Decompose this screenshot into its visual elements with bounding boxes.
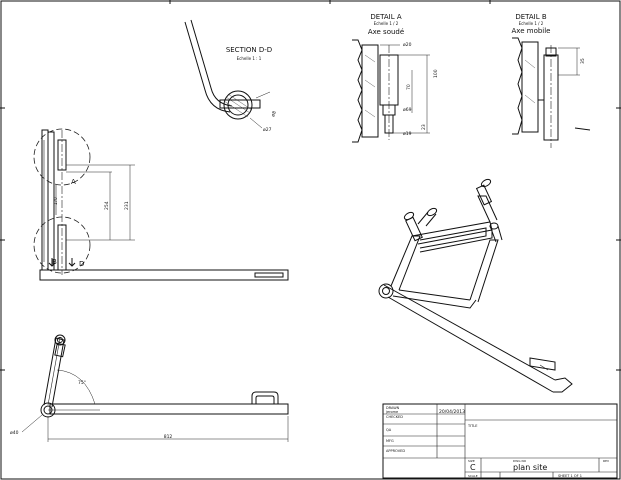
tb-drawn-by: jerome (385, 410, 398, 414)
tb-drawn-date: 20/04/2013 (439, 409, 465, 415)
tb-rev-label: REV (603, 459, 610, 463)
tb-scale-label: SCALE (468, 474, 478, 478)
detail-a-view: DETAIL A Echelle 1 / 2 Axe soudé ø20 100… (352, 13, 439, 143)
front-view: A B D 231 254 170 (33, 128, 289, 281)
front-dim-1: 231 (124, 201, 130, 210)
detail-b-title: DETAIL B (515, 13, 547, 21)
side-dim-angle: 75° (78, 380, 86, 386)
isometric-view (378, 178, 573, 393)
tb-size-value: C (470, 463, 476, 472)
tb-dwg-label: DWG NO (513, 459, 527, 463)
side-view: 75° 812 ø40 (10, 334, 289, 442)
tb-size-label: SIZE (468, 459, 475, 463)
label-d: D (79, 260, 84, 268)
detail-b-callout (33, 216, 91, 274)
title-block: DRAWN jerome 20/04/2013 CHECKED TITLE QA… (382, 403, 618, 479)
tb-drawn-label: DRAWN (386, 406, 400, 410)
section-dd-title: SECTION D-D (226, 46, 272, 54)
detail-a-dim-2: 100 (433, 69, 439, 78)
section-dd-dim-a: ø8 (270, 110, 278, 117)
detail-a-dim-1: ø20 (403, 42, 412, 48)
detail-a-dim-5: 23 (421, 124, 427, 130)
detail-a-dim-3: 70 (406, 84, 412, 90)
detail-a-callout (33, 128, 91, 186)
detail-b-subtitle: Axe mobile (512, 27, 551, 35)
detail-a-scale: Echelle 1 / 2 (374, 21, 399, 26)
tb-qa-label: QA (386, 428, 392, 432)
tb-sheet: SHEET 1 OF 1 (558, 474, 582, 478)
tb-approved-label: APPROVED (386, 449, 405, 453)
detail-a-subtitle: Axe soudé (368, 28, 404, 36)
label-b: B (52, 258, 57, 266)
detail-b-view: DETAIL B Echelle 1 / 2 Axe mobile 35 (512, 13, 591, 148)
detail-a-title: DETAIL A (370, 13, 402, 21)
side-dim-dia: ø40 (10, 430, 19, 436)
detail-a-dim-4: ø69 (403, 107, 412, 113)
tb-dwg-value: plan site (513, 463, 547, 472)
front-dim-3: 170 (53, 197, 58, 205)
front-dim-2: 254 (104, 201, 110, 210)
label-a: A (71, 178, 76, 186)
detail-b-scale: Echelle 1 / 2 (519, 21, 544, 26)
detail-b-dim-1: 35 (580, 58, 586, 64)
tb-mfg-label: MFG (386, 439, 394, 443)
section-dd-scale: Echelle 1 : 1 (237, 56, 262, 61)
side-dim-length: 812 (164, 434, 173, 440)
detail-a-dim-6: ø19 (403, 131, 412, 137)
tb-title-label: TITLE (467, 424, 477, 428)
section-dd-dim-b: ø27 (263, 127, 272, 133)
section-dd-view: SECTION D-D Echelle 1 : 1 ø8 ø27 (184, 19, 278, 133)
tb-checked-label: CHECKED (386, 415, 403, 419)
